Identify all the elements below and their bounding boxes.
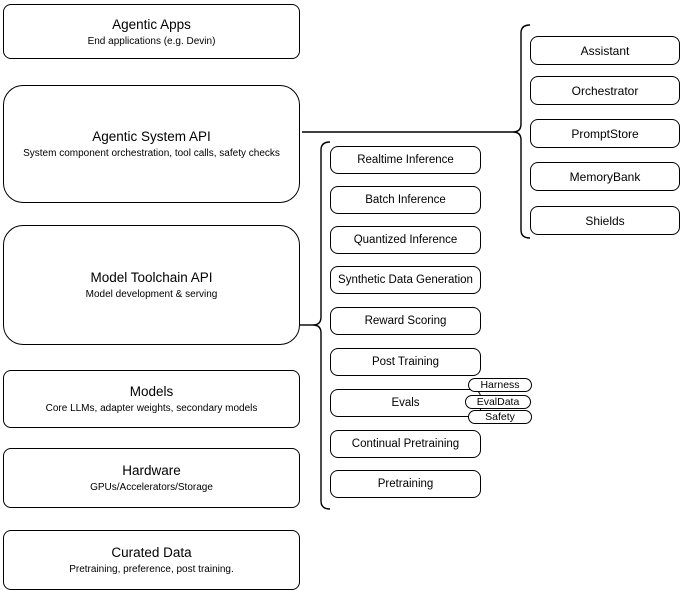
tag-evaldata: EvalData: [465, 395, 531, 409]
node-title: Curated Data: [111, 545, 192, 560]
node-agentic-system-api: Agentic System API System component orch…: [3, 85, 300, 203]
node-title: Agentic System API: [92, 129, 211, 144]
node-subtitle: Core LLMs, adapter weights, secondary mo…: [45, 403, 258, 414]
comp-orchestrator: Orchestrator: [530, 76, 680, 105]
node-subtitle: End applications (e.g. Devin): [87, 35, 216, 47]
item-continual-pretraining: Continual Pretraining: [330, 430, 481, 458]
components-bracket: [512, 24, 531, 239]
item-realtime-inference: Realtime Inference: [330, 146, 481, 174]
comp-memorybank: MemoryBank: [530, 162, 680, 191]
node-subtitle: Pretraining, preference, post training.: [69, 564, 234, 575]
node-subtitle: Model development & serving: [85, 289, 218, 300]
node-title: Hardware: [122, 463, 181, 478]
comp-shields: Shields: [530, 206, 680, 235]
node-title: Models: [129, 384, 174, 399]
item-evals: Evals: [330, 389, 481, 417]
tag-harness: Harness: [468, 378, 532, 392]
comp-promptstore: PromptStore: [530, 119, 680, 148]
node-hardware: Hardware GPUs/Accelerators/Storage: [3, 448, 300, 508]
node-agentic-apps: Agentic Apps End applications (e.g. Devi…: [3, 4, 300, 59]
node-title: Agentic Apps: [112, 16, 191, 32]
item-batch-inference: Batch Inference: [330, 186, 481, 214]
toolchain-items-bracket: [312, 141, 331, 510]
node-subtitle: System component orchestration, tool cal…: [23, 148, 280, 159]
item-quantized-inference: Quantized Inference: [330, 226, 481, 254]
comp-assistant: Assistant: [530, 36, 680, 65]
item-pretraining: Pretraining: [330, 470, 481, 498]
node-title: Model Toolchain API: [90, 270, 213, 285]
tag-safety: Safety: [468, 410, 532, 424]
node-models: Models Core LLMs, adapter weights, secon…: [3, 370, 300, 428]
node-subtitle: GPUs/Accelerators/Storage: [90, 482, 213, 493]
node-model-toolchain-api: Model Toolchain API Model development & …: [3, 225, 300, 345]
node-curated-data: Curated Data Pretraining, preference, po…: [3, 530, 300, 590]
item-reward-scoring: Reward Scoring: [330, 307, 481, 335]
item-synthetic-data-generation: Synthetic Data Generation: [330, 266, 481, 294]
item-post-training: Post Training: [330, 348, 481, 376]
